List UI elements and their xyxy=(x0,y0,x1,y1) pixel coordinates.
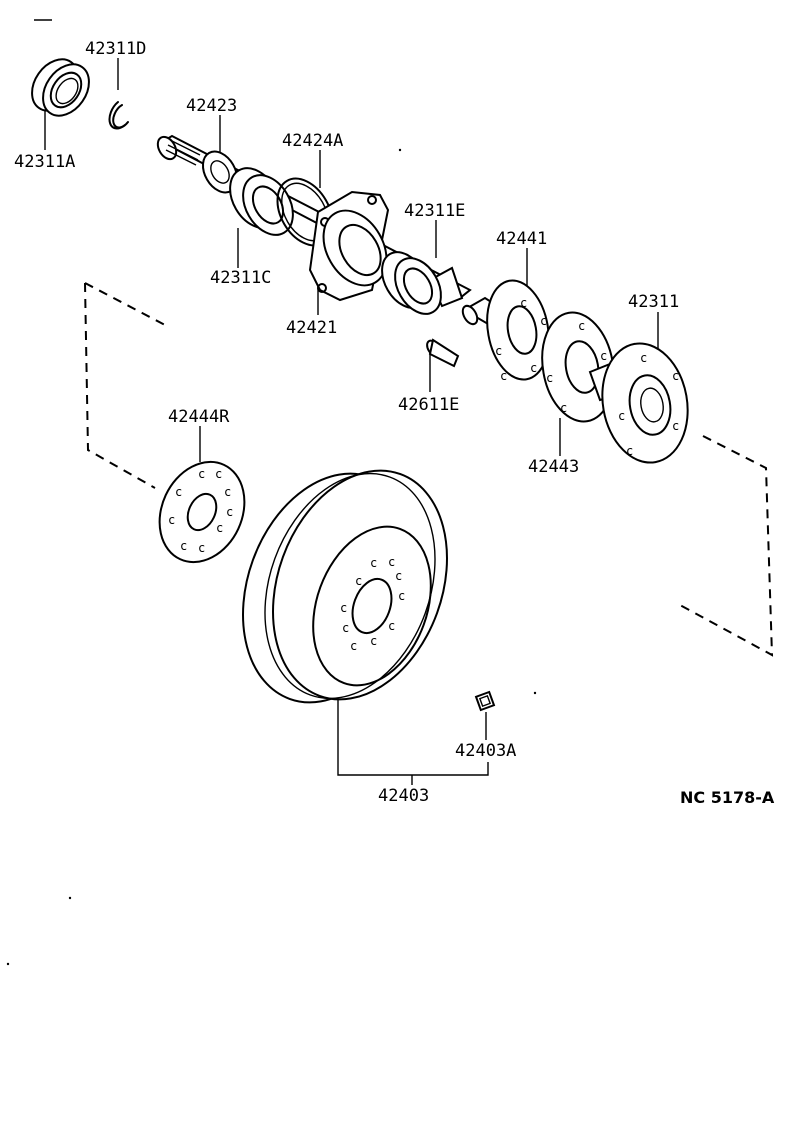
svg-text:c: c xyxy=(626,444,633,458)
svg-text:c: c xyxy=(500,369,507,383)
svg-text:c: c xyxy=(216,521,223,535)
svg-text:c: c xyxy=(640,351,647,365)
brake-drum-42403: c c c c c c c c c c xyxy=(242,469,448,704)
part-labels: 42311D 42311A 42423 42424A 42311E 42441 … xyxy=(14,39,775,807)
snap-ring-42311D xyxy=(108,101,129,130)
svg-text:c: c xyxy=(560,401,567,415)
svg-text:c: c xyxy=(672,369,679,383)
svg-text:c: c xyxy=(530,361,537,375)
part-label: 42611E xyxy=(398,395,459,415)
part-label: 42443 xyxy=(528,457,579,477)
part-label: 42424A xyxy=(282,131,343,151)
leader-lines xyxy=(44,58,659,785)
svg-text:c: c xyxy=(578,319,585,333)
part-label: 42311C xyxy=(210,268,271,288)
svg-text:c: c xyxy=(388,555,395,569)
part-label: 42311E xyxy=(404,201,465,221)
part-label: 42403 xyxy=(378,786,429,806)
plate-42441: c c c c c xyxy=(486,279,550,383)
svg-text:c: c xyxy=(198,541,205,555)
bearing-42311E xyxy=(381,251,442,315)
svg-text:c: c xyxy=(520,296,527,310)
svg-text:c: c xyxy=(342,621,349,635)
part-label: 42311 xyxy=(628,292,679,312)
part-label: 42421 xyxy=(286,318,337,338)
svg-text:c: c xyxy=(388,619,395,633)
svg-text:c: c xyxy=(370,556,377,570)
svg-text:c: c xyxy=(198,467,205,481)
svg-text:c: c xyxy=(226,505,233,519)
part-label: 42441 xyxy=(496,229,547,249)
svg-text:c: c xyxy=(340,601,347,615)
plate-42443: c c c c xyxy=(541,311,615,423)
svg-text:c: c xyxy=(600,349,607,363)
hub-bolt-42611E xyxy=(426,338,460,368)
retainer-42421 xyxy=(308,190,390,302)
part-label: 42311D xyxy=(85,39,146,59)
dashed-guide-lines xyxy=(84,282,774,657)
svg-text:c: c xyxy=(355,574,362,588)
part-label: 42423 xyxy=(186,96,237,116)
svg-text:c: c xyxy=(495,344,502,358)
svg-text:c: c xyxy=(672,419,679,433)
svg-text:c: c xyxy=(395,569,402,583)
scan-marks xyxy=(6,19,537,966)
svg-text:c: c xyxy=(546,371,553,385)
svg-text:c: c xyxy=(175,485,182,499)
svg-text:c: c xyxy=(370,634,377,648)
svg-text:c: c xyxy=(224,485,231,499)
svg-text:c: c xyxy=(180,539,187,553)
svg-text:c: c xyxy=(540,314,547,328)
svg-text:c: c xyxy=(168,513,175,527)
drawing-code: NC 5178-A xyxy=(680,788,775,807)
hub-42311: c c c c c xyxy=(588,342,689,464)
svg-text:c: c xyxy=(398,589,405,603)
part-label: 42444R xyxy=(168,407,230,427)
part-label: 42311A xyxy=(14,152,75,172)
svg-text:c: c xyxy=(618,409,625,423)
plate-42444R: c c c c c c c c c xyxy=(158,460,246,564)
oil-seal-42311A xyxy=(31,58,90,117)
plug-42403A xyxy=(474,690,496,712)
svg-text:c: c xyxy=(350,639,357,653)
bearing-42311C xyxy=(229,167,294,236)
part-label: 42403A xyxy=(455,741,516,761)
svg-text:c: c xyxy=(215,467,222,481)
